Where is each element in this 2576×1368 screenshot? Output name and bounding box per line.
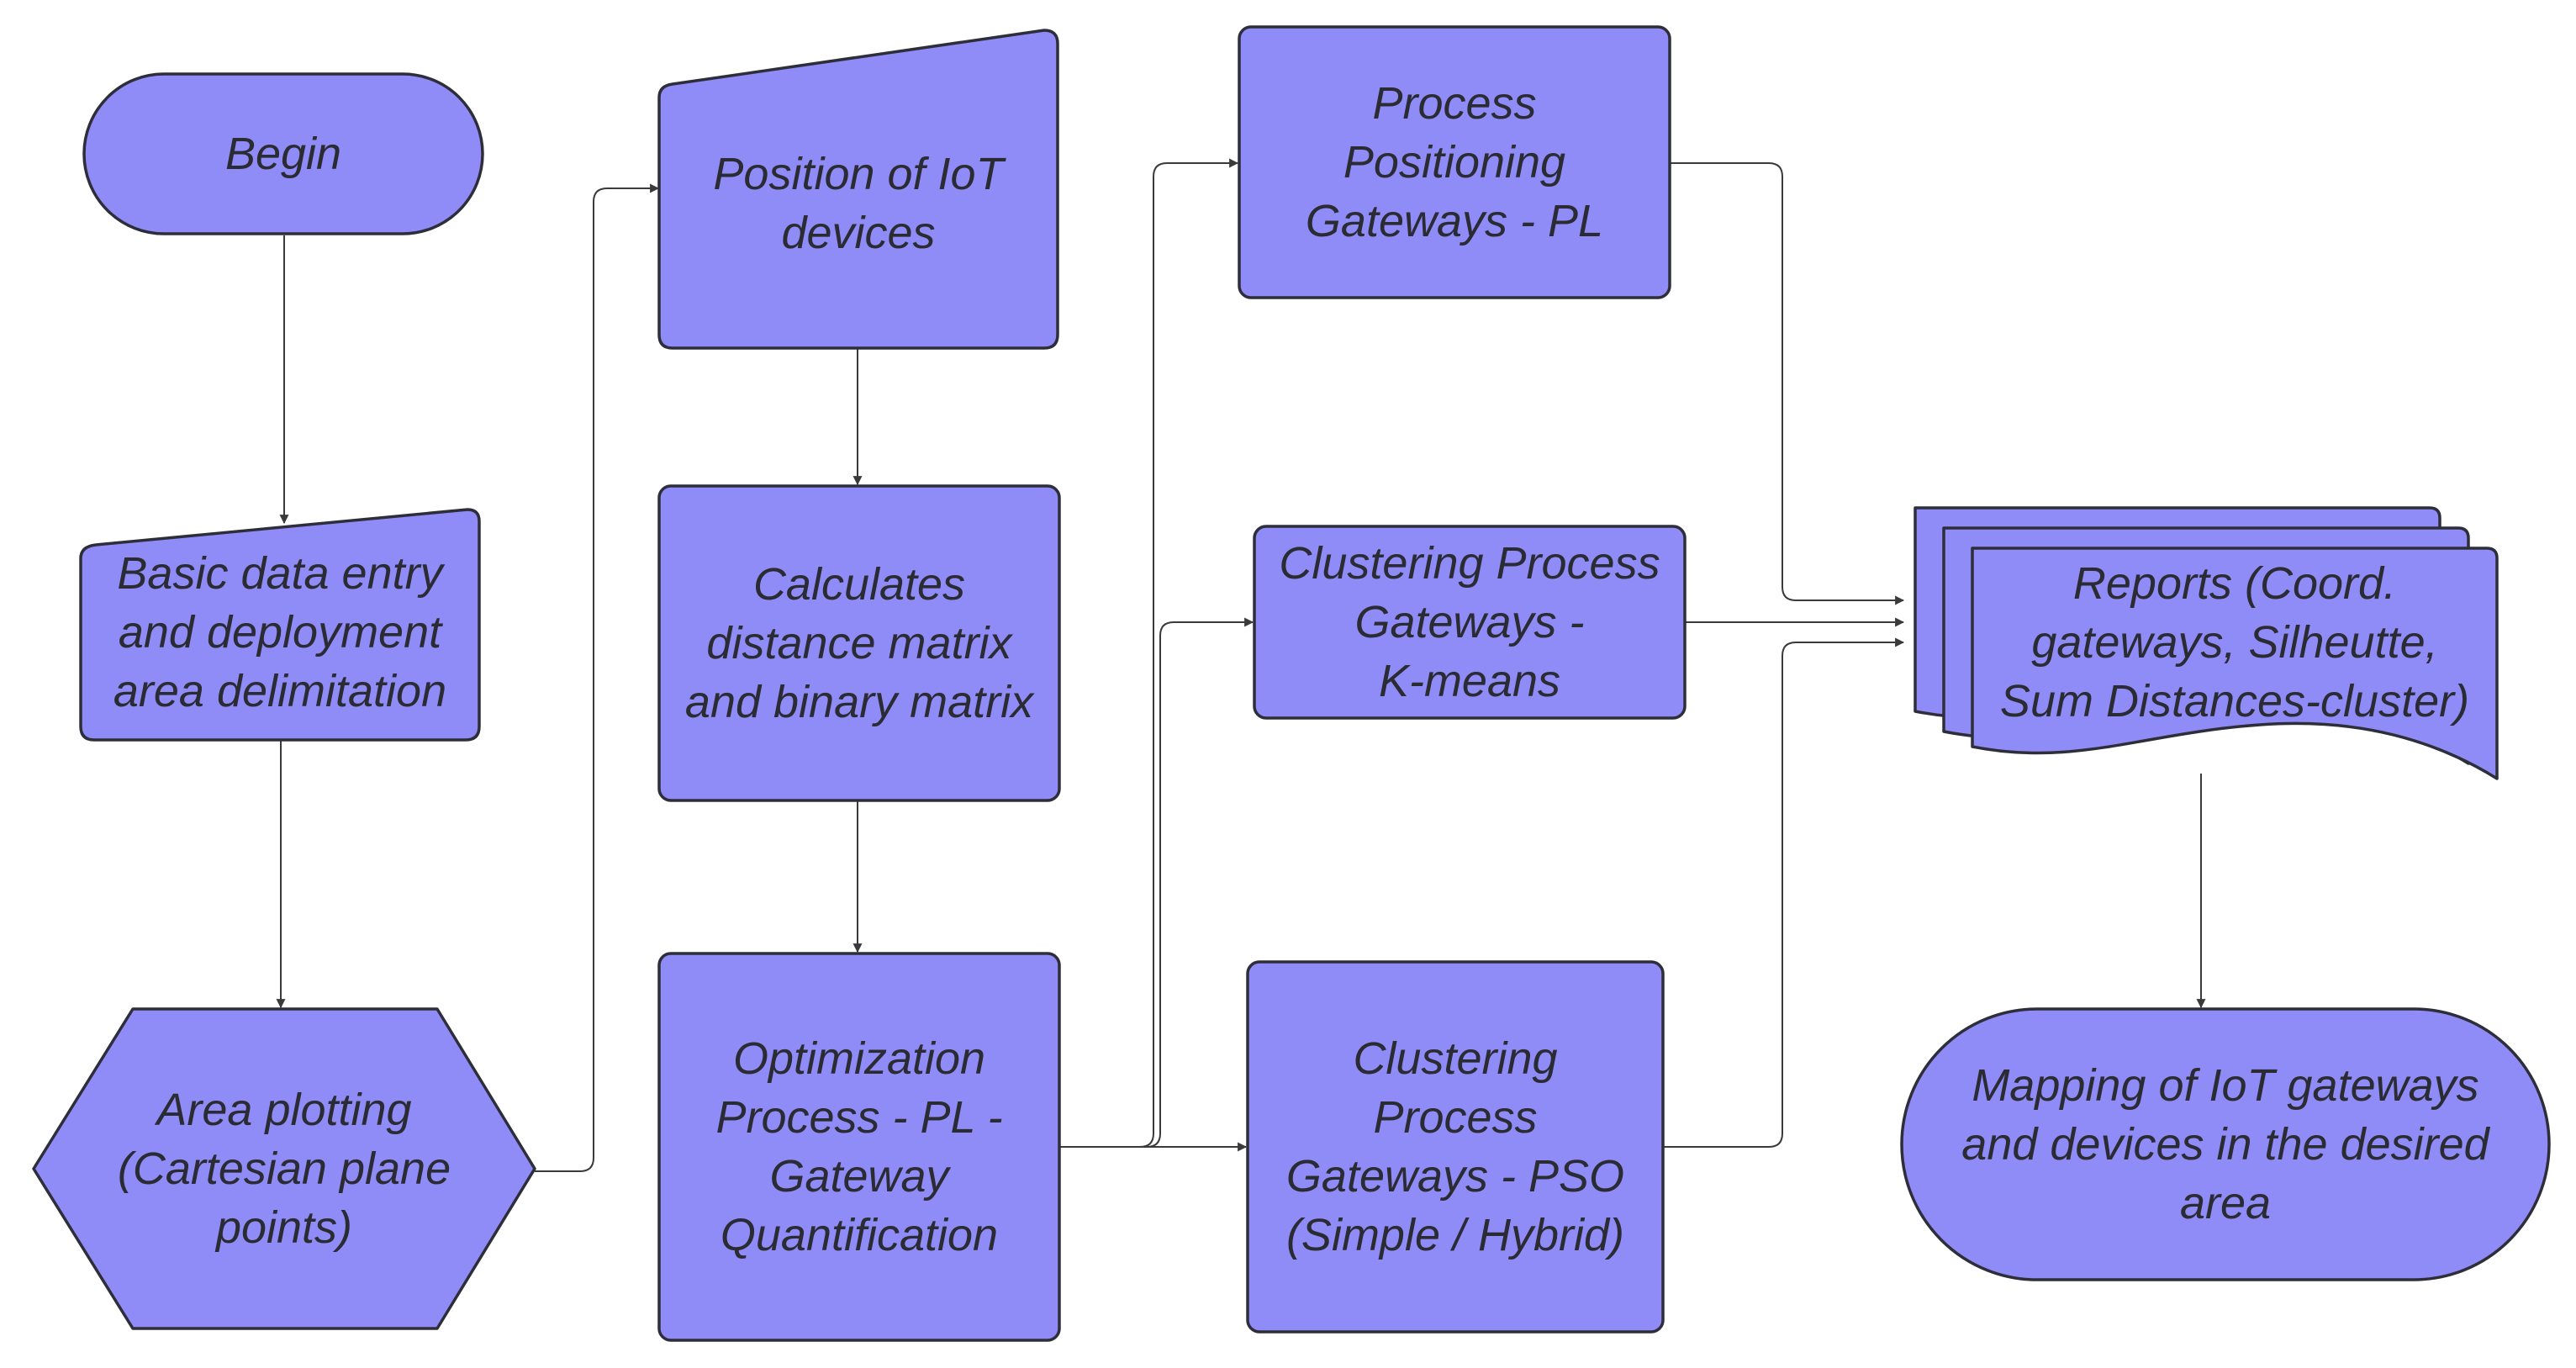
reports-label: Reports (Coord. gateways, Silheutte, Sum…	[1999, 558, 2470, 726]
connector-area-plotting-to-position-iot	[535, 183, 660, 1172]
connector-optimization-to-cluster-kmeans	[1059, 617, 1254, 1148]
optimization-label: Optimization Process - PL - Gateway Quan…	[715, 1033, 1003, 1260]
connector-optimization-to-process-pl	[1059, 158, 1239, 1148]
cluster-pso-process-shape	[1246, 960, 1665, 1334]
area-plotting-label: Area plotting (Cartesian plane points)	[117, 1085, 451, 1253]
mapping-label: Mapping of IoT gateways and devices in t…	[1961, 1060, 2489, 1228]
calc-matrix-process-shape	[657, 484, 1061, 802]
reports-document-front-shape	[1971, 547, 2499, 780]
cluster-pso-label: Clustering Process Gateways - PSO (Simpl…	[1285, 1033, 1625, 1260]
cluster-kmeans-process-shape	[1253, 525, 1687, 720]
position-iot-input-shape	[657, 29, 1059, 350]
connectors	[276, 158, 2206, 1172]
begin-terminator-shape	[82, 72, 484, 235]
position-iot-label: Position of IoT devices	[713, 149, 1004, 258]
begin-label: Begin	[224, 129, 342, 179]
cluster-kmeans-label: Clustering Process Gateways - K-means	[1279, 538, 1660, 706]
optimization-process-shape	[657, 952, 1061, 1342]
basic-data-label: Basic data entry and deployment area del…	[113, 548, 447, 716]
shapes	[32, 25, 2551, 1342]
mapping-terminator-shape	[1900, 1007, 2551, 1281]
area-plotting-hexagon-shape	[32, 1007, 536, 1330]
process-pl-label: Process Positioning Gateways - PL	[1305, 78, 1604, 246]
basic-data-input-shape	[79, 508, 481, 742]
connector-cluster-pso-to-reports	[1663, 637, 1905, 1148]
process-pl-process-shape	[1238, 25, 1671, 299]
calc-matrix-label: Calculates distance matrix and binary ma…	[684, 559, 1034, 727]
connector-process-pl-to-reports	[1670, 162, 1905, 605]
